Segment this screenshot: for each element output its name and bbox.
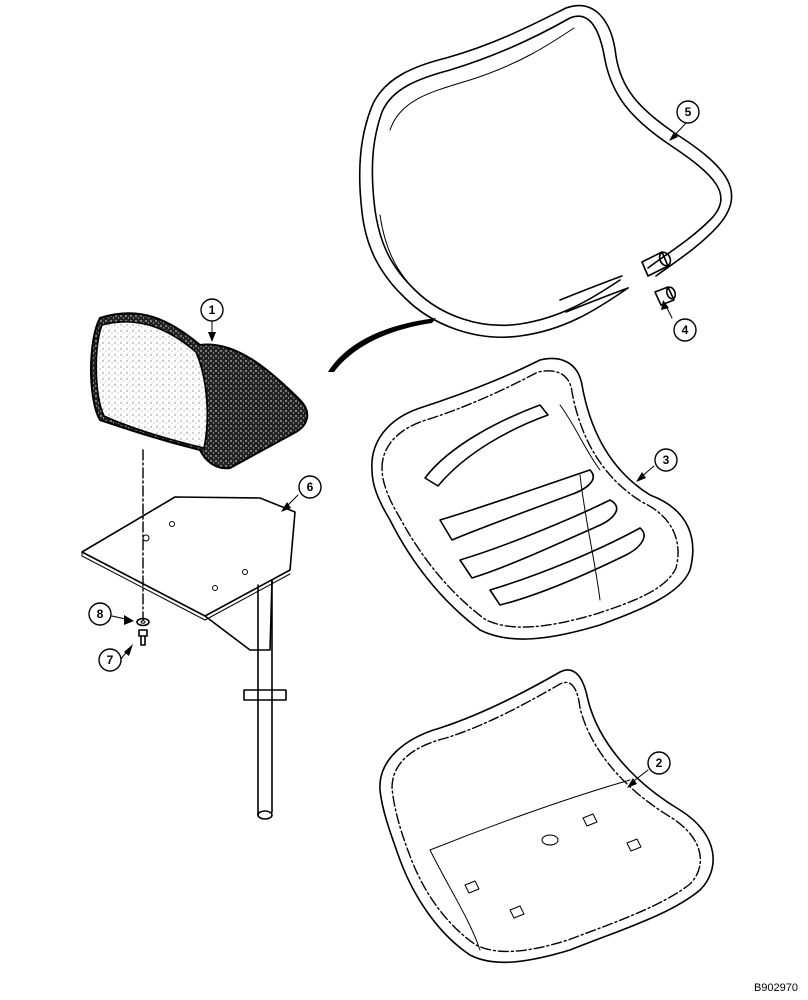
callout-2: 2 xyxy=(647,751,671,775)
callout-1: 1 xyxy=(200,298,224,322)
callout-8-label: 8 xyxy=(97,607,104,621)
seat-shell xyxy=(379,669,714,964)
assembly-arrow xyxy=(328,318,436,372)
callout-5: 5 xyxy=(676,100,700,124)
mounting-bracket xyxy=(81,496,296,820)
seat-pan-cushion xyxy=(371,357,694,640)
callout-4-label: 4 xyxy=(682,323,689,337)
bolt xyxy=(138,629,148,646)
reference-code: B902970 xyxy=(753,982,798,994)
backrest-cushion xyxy=(90,312,309,470)
callout-3: 3 xyxy=(654,448,678,472)
tube-end-cap xyxy=(654,286,677,306)
callout-1-label: 1 xyxy=(209,303,216,317)
callout-2-label: 2 xyxy=(656,756,663,770)
callout-3-label: 3 xyxy=(663,453,670,467)
callout-8: 8 xyxy=(88,602,112,626)
callout-6: 6 xyxy=(298,475,322,499)
callout-4: 4 xyxy=(673,318,697,342)
callout-5-label: 5 xyxy=(685,105,692,119)
callout-7-label: 7 xyxy=(107,653,114,667)
callout-7: 7 xyxy=(98,648,122,672)
callout-6-label: 6 xyxy=(307,480,314,494)
callout-leaders xyxy=(111,121,688,788)
seat-frame-tube xyxy=(358,4,733,338)
washer xyxy=(136,617,150,627)
